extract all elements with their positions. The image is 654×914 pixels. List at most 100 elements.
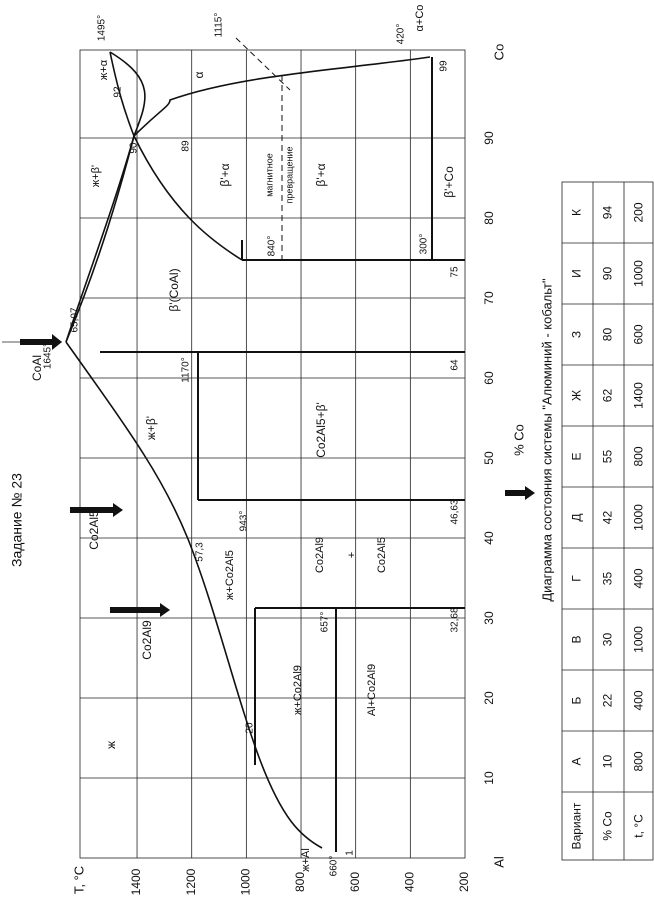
liquidus-al-side	[65, 341, 323, 849]
table-cell-variant: В	[570, 635, 584, 643]
table-header-cell: % Co	[601, 811, 615, 841]
temp-840: 840°	[267, 236, 278, 257]
alpha-boundary	[109, 51, 135, 137]
table-cell-co: 22	[601, 694, 615, 708]
temp-657: 657°	[320, 612, 331, 633]
table-header-cell: t, °C	[632, 814, 646, 838]
tick-co: 60	[482, 371, 496, 385]
table-cell-t: 1000	[632, 504, 646, 531]
tick-t: 1200	[184, 868, 198, 895]
grid	[80, 50, 465, 858]
temp-300: 300°	[419, 234, 430, 255]
region-l-al: ж+Al	[300, 848, 312, 872]
tick-co: 90	[482, 131, 496, 145]
compound-co2al9: Co2Al9	[140, 620, 154, 660]
comp-64: 64	[450, 359, 461, 371]
tick-co: 40	[482, 531, 496, 545]
table-cell-co: 35	[601, 572, 615, 586]
arrow-co2al5-icon	[70, 503, 123, 517]
phase-lines	[2, 37, 465, 852]
region-plus: +	[346, 552, 358, 558]
tick-co: 50	[482, 451, 496, 465]
table-cell-variant: Ж	[570, 390, 584, 401]
beta-alpha-upper	[133, 56, 431, 137]
temp-943: 943°	[239, 511, 250, 532]
plot-frame	[79, 49, 466, 859]
comp-573: 57,3	[195, 542, 206, 562]
table-cell-t: 200	[632, 202, 646, 222]
comp-90: 90	[129, 142, 140, 154]
comp-75: 75	[450, 266, 461, 278]
region-l-beta-top: ж+β'	[90, 165, 102, 187]
temp-1645: 1645°	[43, 343, 54, 369]
arrow-coal-icon	[20, 334, 62, 350]
tick-t: 1000	[239, 868, 253, 895]
labels: 2004006008001000120014001020304050607080…	[9, 5, 555, 896]
region-l-co2al9: ж+Co2Al9	[292, 665, 304, 715]
table-cell-variant: А	[570, 757, 584, 765]
table-cell-t: 600	[632, 324, 646, 344]
comp-1: 1	[345, 850, 356, 856]
table-cell-co: 90	[601, 267, 615, 281]
tick-co: 20	[482, 691, 496, 705]
table-cell-variant: И	[570, 269, 584, 278]
caption: Диаграмма состояния системы "Алюминий - …	[539, 278, 554, 602]
tick-t: 600	[348, 872, 362, 892]
axis-t-label: T, °C	[71, 866, 86, 894]
table-cell-co: 30	[601, 633, 615, 647]
table-header-cell: Вариант	[570, 802, 584, 849]
axis-co-end-label: Co	[491, 44, 506, 61]
table-cell-co: 55	[601, 450, 615, 464]
table-cell-co: 80	[601, 328, 615, 342]
comp-4663: 46,63	[450, 499, 461, 524]
table-cell-t: 800	[632, 446, 646, 466]
table-cell-co: 10	[601, 755, 615, 769]
table-cell-t: 800	[632, 751, 646, 771]
region-al-co2al9: Al+Co2Al9	[366, 664, 378, 716]
region-beta-co: β'+Co	[442, 166, 456, 198]
region-beta-alpha-top: β'+α	[218, 163, 232, 186]
temp-1115: 1115°	[214, 13, 225, 38]
tick-co: 30	[482, 611, 496, 625]
table-frame	[561, 181, 654, 861]
region-co2al5: Co2Al5	[376, 537, 388, 573]
temp-420: 420°	[396, 24, 407, 45]
region-co2al5-beta: Co2Al5+β'	[314, 402, 328, 458]
comp-89: 89	[181, 140, 192, 152]
tick-t: 200	[457, 872, 471, 892]
region-alpha-co: α+Co	[414, 5, 426, 32]
assignment-title: Задание № 23	[9, 473, 25, 567]
table-cell-t: 400	[632, 568, 646, 588]
arrow-co2al9-icon	[110, 603, 170, 617]
region-l-alpha: ж+α	[98, 59, 110, 80]
beta-alpha-lower	[133, 135, 243, 261]
table-cell-t: 400	[632, 690, 646, 710]
compound-co2al5: Co2Al5	[87, 510, 101, 550]
line-1115	[235, 37, 291, 91]
table-cell-variant: К	[570, 209, 584, 216]
comp-99: 99	[439, 60, 450, 72]
tick-co: 70	[482, 291, 496, 305]
table-cell-t: 1400	[632, 382, 646, 409]
temp-660: 660°	[329, 856, 340, 877]
table-cell-co: 42	[601, 511, 615, 525]
table-cell-t: 1000	[632, 626, 646, 653]
tick-t: 1400	[129, 868, 143, 895]
comp-3268: 32,68	[450, 607, 461, 632]
table-cell-variant: З	[570, 331, 584, 338]
region-magnetic-1: магнитное	[264, 153, 274, 197]
comp-92: 92	[113, 86, 124, 98]
region-beta-alpha-bottom: β'+α	[314, 163, 328, 186]
table-cell-t: 1000	[632, 260, 646, 287]
axis-al-label: Al	[491, 856, 506, 868]
liquidus-co-side	[65, 51, 146, 343]
region-alpha: α	[192, 71, 206, 78]
table-cell-variant: Д	[570, 513, 584, 521]
table-cell-co: 62	[601, 389, 615, 403]
arrow-co-axis-icon	[505, 486, 535, 500]
table-cell-variant: Г	[570, 575, 584, 582]
solidus-beta	[65, 135, 135, 343]
region-l-co2al5: ж+Co2Al5	[224, 550, 236, 600]
